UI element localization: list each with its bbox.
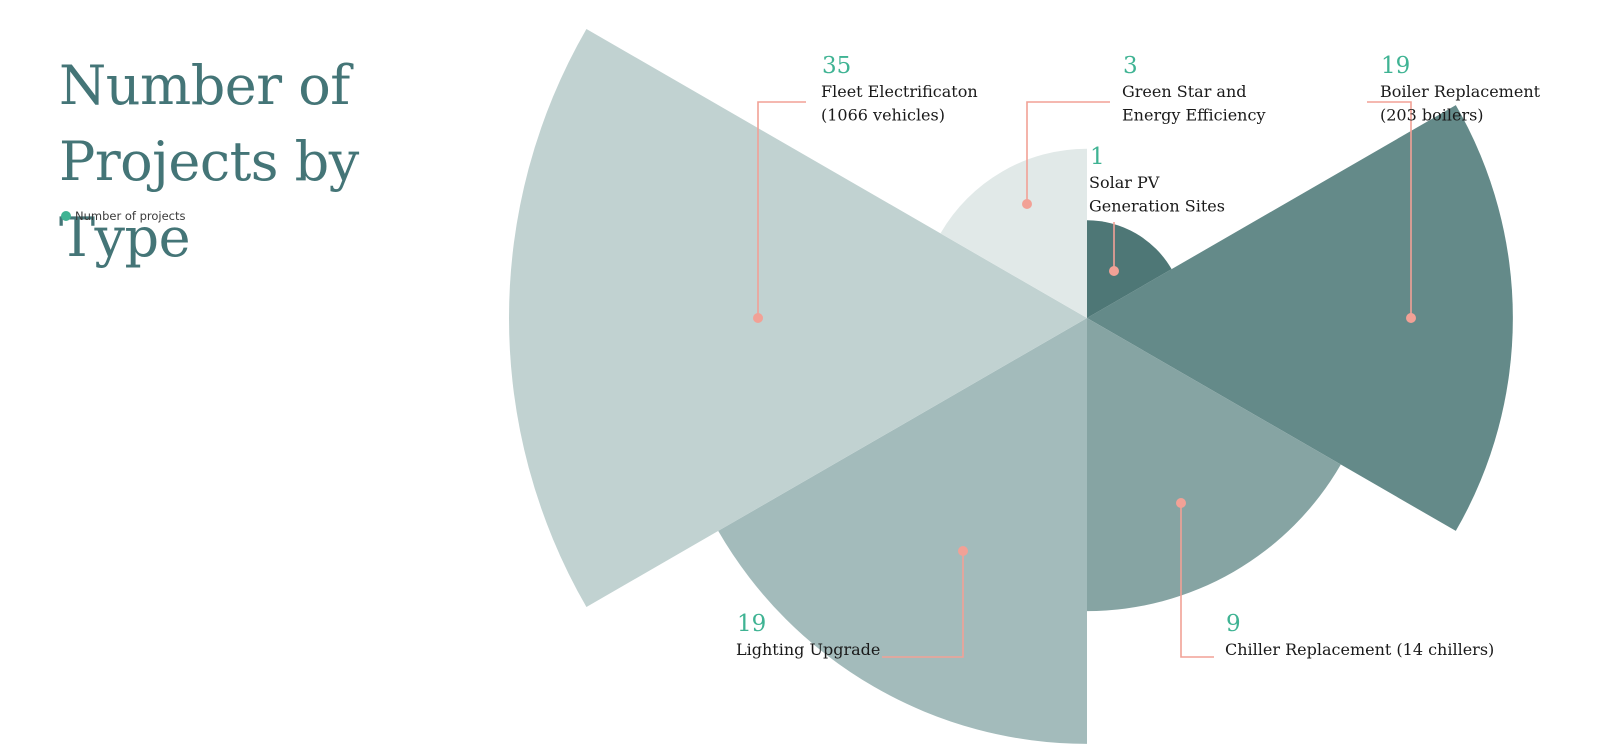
data-label-name: Boiler Replacement(203 boilers) [1380, 82, 1541, 125]
data-label-value: 1 [1090, 144, 1105, 170]
sector[interactable] [940, 148, 1087, 318]
sector[interactable] [1087, 105, 1513, 531]
callout-leader [1180, 503, 1214, 658]
data-label-name: Chiller Replacement (14 chillers) [1225, 640, 1494, 659]
legend-marker [61, 211, 71, 221]
sector[interactable] [1087, 318, 1341, 612]
callout-dot[interactable] [1022, 199, 1032, 209]
data-label-value: 19 [1381, 53, 1410, 79]
callout-leader [1026, 101, 1110, 204]
data-label-name: Lighting Upgrade [736, 640, 880, 659]
sector[interactable] [1087, 220, 1172, 318]
sector[interactable] [718, 318, 1087, 744]
data-label-name: Fleet Electrificaton(1066 vehicles) [821, 82, 978, 125]
legend[interactable]: Number of projects [61, 209, 186, 223]
callout-leader [882, 551, 964, 658]
data-label-value: 3 [1123, 53, 1138, 79]
callout-leader [1367, 101, 1412, 318]
sectors-layer [509, 29, 1513, 744]
callout-dot[interactable] [1176, 498, 1186, 508]
callout-dot[interactable] [753, 313, 763, 323]
data-label-value: 9 [1226, 611, 1241, 637]
callout-leader [757, 101, 806, 318]
callout-dot[interactable] [1109, 266, 1119, 276]
chart-title: Number of Projects by Type [59, 54, 359, 269]
data-label-value: 19 [737, 611, 766, 637]
sector[interactable] [509, 29, 1087, 607]
data-label-value: 35 [822, 53, 851, 79]
callout-dot[interactable] [958, 546, 968, 556]
legend-label: Number of projects [75, 209, 186, 223]
callout-dot[interactable] [1406, 313, 1416, 323]
